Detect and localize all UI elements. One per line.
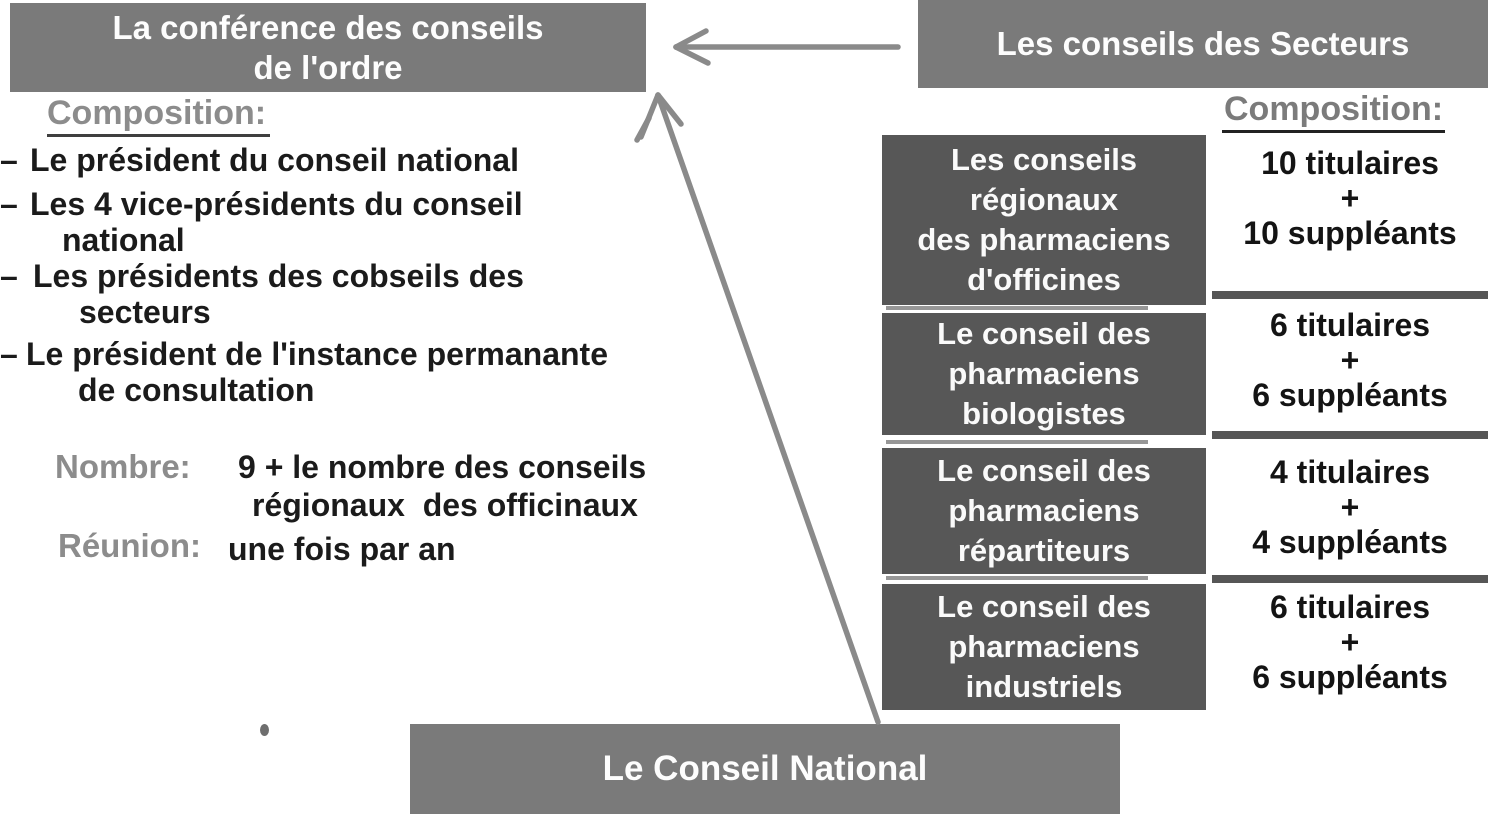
titulaires-count: 6 titulaires [1269, 307, 1431, 343]
composition-item-presidents-secteurs: – Les présidents des cobseils des secteu… [0, 258, 524, 330]
sector-box-line: biologistes [962, 396, 1126, 431]
composition-count-repartiteurs: 4 titulaires + 4 suppléants [1212, 455, 1488, 560]
suppleants-count: 6 suppléants [1252, 659, 1448, 695]
sector-box-line: régionaux [969, 182, 1119, 217]
national-box-label: Le Conseil National [602, 749, 928, 788]
sector-box-line: répartiteurs [957, 533, 1131, 568]
conference-box-line2: de l'ordre [253, 48, 403, 86]
suppleants-count: 10 suppléants [1243, 215, 1457, 251]
arrow-national-to-conference [634, 92, 881, 725]
sector-box-line: des pharmaciens [917, 222, 1171, 257]
composition-item-vice-presidents: – Les 4 vice-présidents du conseil natio… [0, 186, 523, 258]
suppleants-count: 4 suppléants [1252, 524, 1448, 560]
composition-item-line: Le président de l'instance permanante [26, 336, 608, 372]
right-composition-heading: Composition: [1222, 90, 1446, 133]
sector-box-line: Le conseil des [937, 589, 1151, 624]
secteurs-box-label: Les conseils des Secteurs [996, 25, 1410, 62]
dash-bullet: – [0, 186, 18, 222]
titulaires-count: 4 titulaires [1269, 454, 1431, 490]
composition-count-biologistes: 6 titulaires + 6 suppléants [1212, 308, 1488, 413]
arrow-secteurs-to-conference [673, 28, 901, 66]
nombre-value-line1: 9 + le nombre des conseils [238, 449, 647, 485]
sector-box-line: d'officines [967, 262, 1121, 297]
sector-separator-line [886, 576, 1148, 580]
sector-box-line: pharmaciens [948, 629, 1140, 664]
sector-box-line: Le conseil des [937, 316, 1151, 351]
composition-divider-line [1212, 291, 1488, 299]
nombre-label: Nombre: [55, 448, 191, 485]
nombre-value-line2: régionaux des officinaux [252, 487, 638, 523]
titulaires-count: 10 titulaires [1261, 145, 1439, 181]
composition-item-line: secteurs [79, 294, 211, 330]
composition-item-instance-permanente: – Le président de l'instance permanante … [0, 336, 608, 408]
sector-box-industriels: Le conseil des pharmaciens industriels [882, 584, 1206, 710]
conference-des-conseils-box: La conférence des conseils de l'ordre [10, 3, 646, 92]
conseils-des-secteurs-box: Les conseils des Secteurs [918, 0, 1488, 88]
conseil-national-box: Le Conseil National [410, 724, 1120, 814]
plus-sign: + [1340, 342, 1360, 378]
dash-bullet: – [0, 336, 18, 372]
stray-dot-artifact [260, 724, 269, 736]
plus-sign: + [1340, 624, 1360, 660]
sector-box-biologistes: Le conseil des pharmaciens biologistes [882, 313, 1206, 435]
sector-separator-line [886, 440, 1148, 444]
reunion-label: Réunion: [58, 527, 201, 564]
composition-count-officines: 10 titulaires + 10 suppléants [1212, 146, 1488, 251]
sector-box-line: pharmaciens [948, 493, 1140, 528]
sector-box-repartiteurs: Le conseil des pharmaciens répartiteurs [882, 448, 1206, 574]
composition-item-line: Le président du conseil national [30, 142, 519, 178]
conference-box-line1: La conférence des conseils [112, 8, 544, 46]
dash-bullet: – [0, 142, 18, 178]
plus-sign: + [1340, 180, 1360, 216]
sector-separator-line [886, 306, 1148, 310]
suppleants-count: 6 suppléants [1252, 377, 1448, 413]
reunion-value: une fois par an [228, 531, 456, 567]
sector-box-line: Le conseil des [937, 453, 1151, 488]
left-composition-heading: Composition: [47, 94, 271, 137]
composition-item-line: de consultation [78, 372, 315, 408]
composition-divider-line [1212, 575, 1488, 583]
sector-box-line: industriels [965, 669, 1123, 704]
composition-item-line: Les 4 vice-présidents du conseil [30, 186, 523, 222]
plus-sign: + [1340, 489, 1360, 525]
composition-count-industriels: 6 titulaires + 6 suppléants [1212, 590, 1488, 695]
titulaires-count: 6 titulaires [1269, 589, 1431, 625]
sector-box-officines: Les conseils régionaux des pharmaciens d… [882, 135, 1206, 305]
composition-item-line: Les présidents des cobseils des [33, 258, 524, 294]
dash-bullet: – [0, 258, 18, 294]
sector-box-line: pharmaciens [948, 356, 1140, 391]
composition-divider-line [1212, 431, 1488, 439]
composition-item-line: national [62, 222, 185, 258]
composition-item-president: – Le président du conseil national [0, 142, 519, 178]
sector-box-line: Les conseils [950, 142, 1138, 177]
